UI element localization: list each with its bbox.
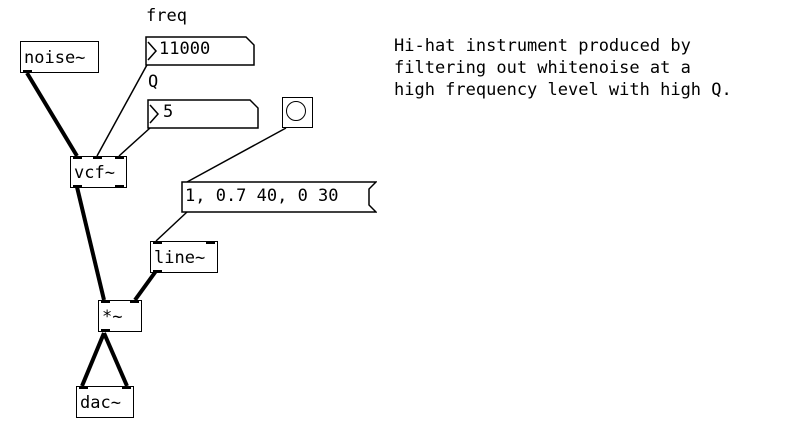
line-inlet[interactable]	[153, 241, 162, 244]
freq-number-box[interactable]: 11000	[145, 36, 255, 66]
multiply-object-label: *~	[102, 307, 123, 327]
noise-object[interactable]: noise~	[20, 41, 99, 73]
multiply-inlet-left[interactable]	[101, 300, 110, 303]
comment-line-2: filtering out whitenoise at a	[394, 58, 691, 78]
line-object[interactable]: line~	[150, 241, 218, 273]
vcf-inlet-freq[interactable]	[93, 156, 102, 159]
message-box-frame	[181, 181, 377, 213]
dac-object-label: dac~	[80, 393, 121, 413]
vcf-object[interactable]: vcf~	[70, 156, 127, 188]
bang-button[interactable]	[282, 97, 313, 128]
dac-inlet-left[interactable]	[79, 386, 88, 389]
number-box-arrow-icon	[147, 41, 158, 61]
line-outlet[interactable]	[153, 270, 162, 273]
cord-mul-to-dac-left[interactable]	[80, 332, 106, 387]
q-number-value: 5	[163, 102, 174, 122]
line-inlet-right[interactable]	[206, 241, 215, 244]
cord-mul-to-dac-right[interactable]	[102, 332, 129, 387]
cord-bang-to-message[interactable]	[186, 127, 287, 183]
multiply-object[interactable]: *~	[98, 300, 142, 332]
vcf-outlet-bandpass[interactable]	[73, 185, 82, 188]
comment-line-3: high frequency level with high Q.	[394, 80, 732, 100]
vcf-inlet-q[interactable]	[115, 156, 124, 159]
cord-message-to-line[interactable]	[155, 211, 188, 242]
cord-q-to-vcf[interactable]	[118, 127, 151, 157]
vcf-outlet-lowpass[interactable]	[115, 185, 124, 188]
dac-object[interactable]: dac~	[76, 386, 134, 418]
freq-number-value: 11000	[159, 39, 211, 59]
bang-circle-icon	[286, 101, 306, 121]
q-number-box[interactable]: 5	[147, 99, 259, 129]
freq-number-frame	[145, 36, 255, 66]
cord-line-to-mul[interactable]	[133, 269, 158, 302]
multiply-outlet[interactable]	[101, 329, 110, 332]
cord-freq-to-vcf[interactable]	[96, 62, 149, 157]
multiply-inlet-right[interactable]	[130, 300, 139, 303]
noise-outlet[interactable]	[23, 70, 32, 73]
vcf-object-label: vcf~	[74, 163, 115, 183]
q-label: Q	[148, 72, 159, 92]
envelope-message-text: 1, 0.7 40, 0 30	[185, 186, 339, 206]
q-number-frame	[147, 99, 259, 129]
dac-inlet-right[interactable]	[122, 386, 131, 389]
line-object-label: line~	[154, 248, 206, 268]
noise-object-label: noise~	[24, 48, 86, 68]
comment-line-1: Hi-hat instrument produced by	[394, 36, 691, 56]
freq-label: freq	[146, 6, 187, 26]
vcf-inlet-signal[interactable]	[73, 156, 82, 159]
cord-vcf-to-mul[interactable]	[75, 186, 106, 301]
number-box-arrow-icon	[149, 104, 160, 124]
cord-noise-to-vcf[interactable]	[25, 71, 79, 158]
envelope-message-box[interactable]: 1, 0.7 40, 0 30	[181, 181, 377, 213]
